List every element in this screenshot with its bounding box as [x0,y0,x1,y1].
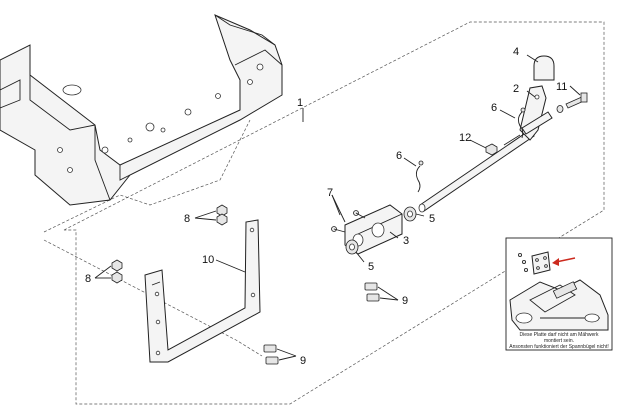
callouts: 1 4 2 11 6 12 6 7 5 3 5 8 8 10 9 9 [85,46,567,367]
inset-caption: Diese Platte darf nicht am Mähwerk monti… [509,332,609,350]
inset-caption-line-2: montiert sein. [544,338,574,344]
red-arrow-icon [555,257,576,263]
cap-part-4 [533,55,555,81]
callout-6-upper: 6 [491,102,497,114]
bolts-part-9 [263,282,380,365]
nuts-part-8 [111,204,228,284]
bracket-part-3 [344,204,417,255]
leader-lines [94,54,581,361]
inset-caption-line-3: Ansonsten funktioniert der Spannbügel ni… [509,344,609,350]
callout-11: 11 [556,81,567,93]
callout-5-lower: 5 [368,261,374,273]
callout-7: 7 [327,187,333,199]
inset-detail [505,237,613,351]
callout-9-right: 9 [402,295,408,307]
inset-caption-line-1: Diese Platte darf nicht am Mähwerk [520,332,599,338]
callout-4: 4 [513,46,519,58]
bolt-part-11 [556,92,588,113]
callout-2: 2 [513,83,519,95]
red-arrowhead-icon [552,258,559,266]
callout-10: 10 [202,254,214,266]
frame-structure [0,14,283,206]
nut-part-12 [485,143,498,156]
callout-6-lower: 6 [396,150,402,162]
callout-3: 3 [403,235,409,247]
callout-8-upper: 8 [184,213,190,225]
callout-5-upper: 5 [429,213,435,225]
callout-12: 12 [459,132,471,144]
tension-rod [418,85,553,213]
clip-part-6 [415,107,526,193]
callout-8-lower: 8 [85,273,91,285]
callout-1: 1 [297,97,303,109]
u-bracket-part-10 [144,219,261,363]
assembly-boundary [43,21,605,405]
screws-part-7 [331,210,366,233]
callout-9-bottom: 9 [300,355,306,367]
